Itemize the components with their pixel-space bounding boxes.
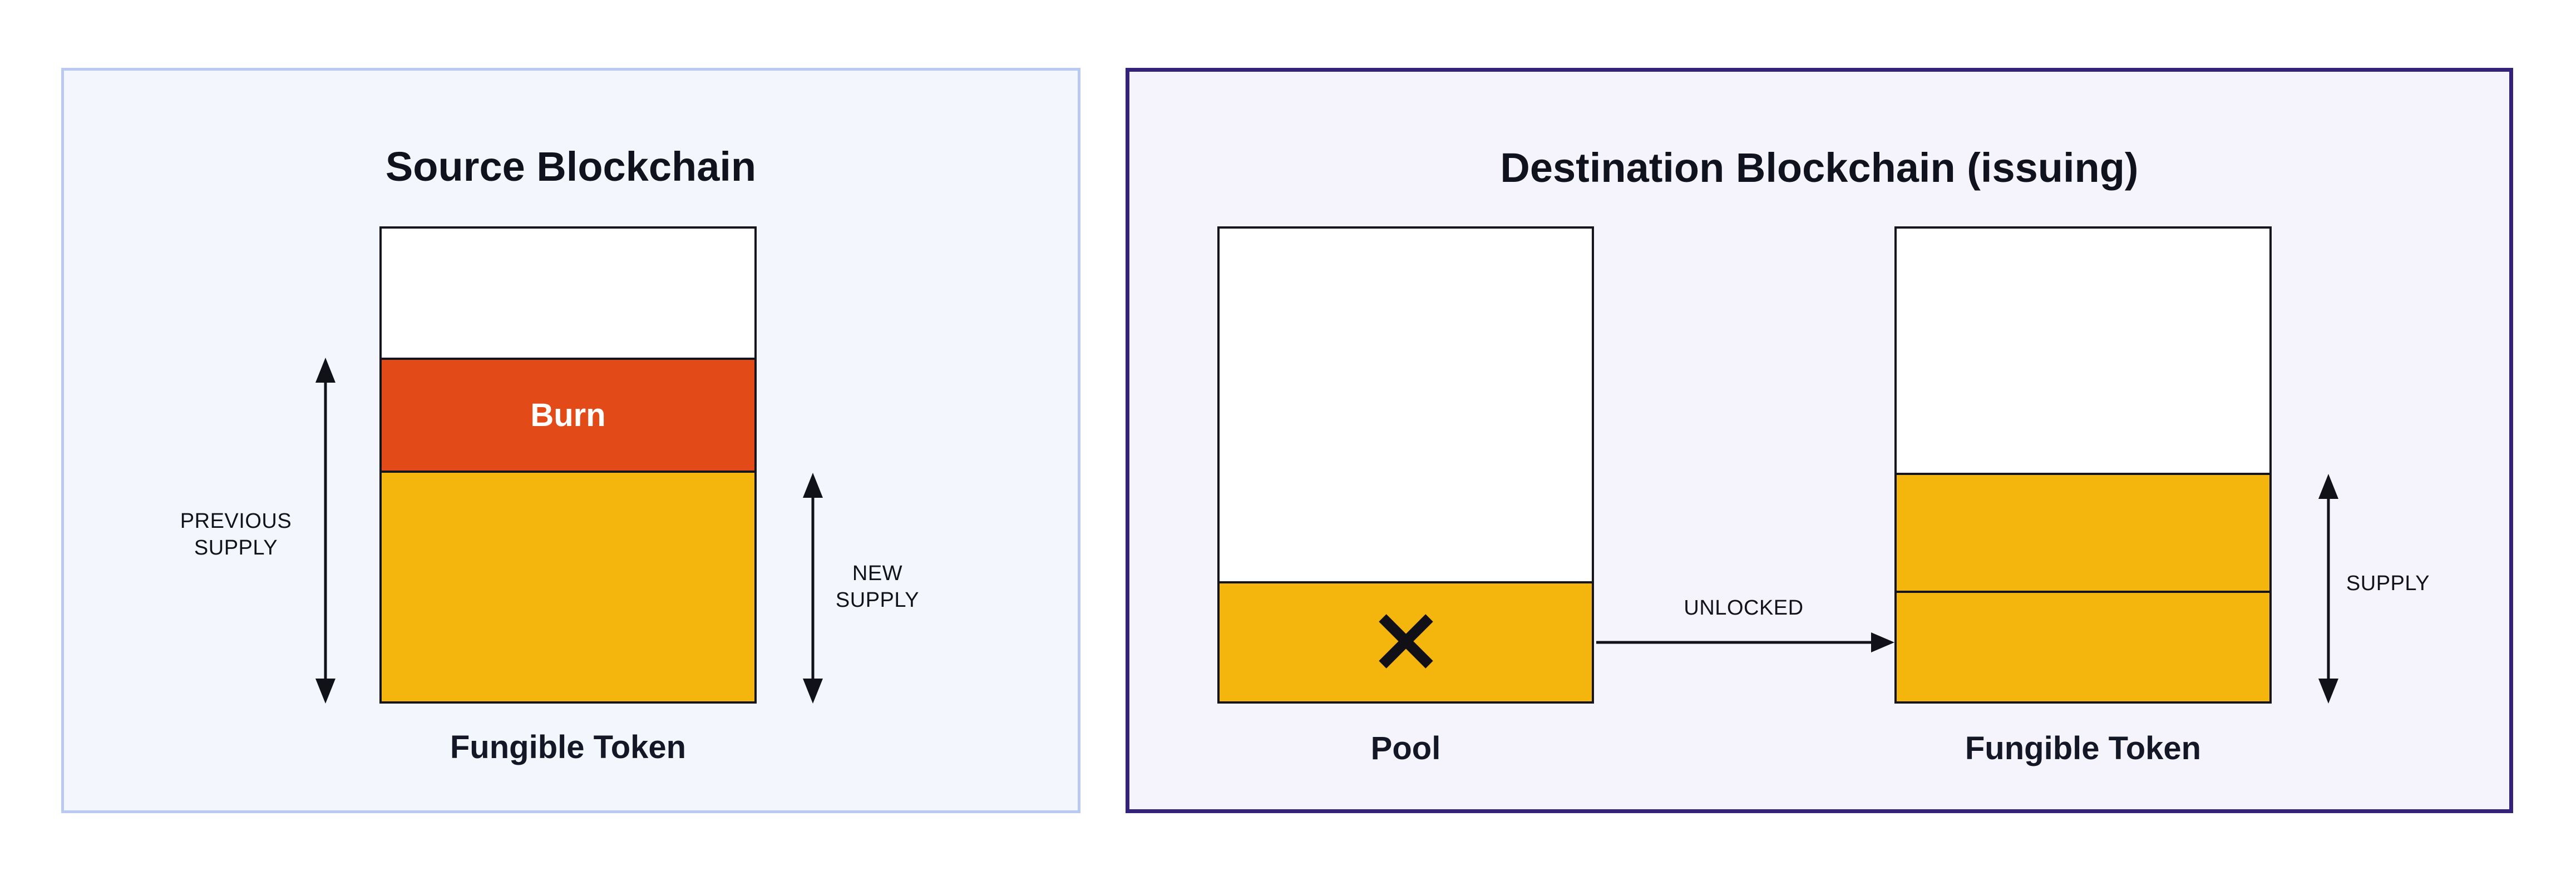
x-mark-icon xyxy=(1376,612,1435,674)
previous-supply-label: PREVIOUS SUPPLY xyxy=(180,509,292,560)
destination-token-bar xyxy=(1894,226,2272,704)
destination-bar-empty-segment xyxy=(1897,229,2269,473)
destination-bar-unlocked-segment xyxy=(1897,591,2269,701)
burn-label: Burn xyxy=(530,397,606,433)
source-bar-supply-segment xyxy=(382,473,754,701)
destination-panel-title: Destination Blockchain (issuing) xyxy=(1500,144,2139,191)
previous-supply-arrow-icon xyxy=(313,358,338,704)
supply-label: SUPPLY xyxy=(2346,572,2430,595)
source-bar-burn-segment: Burn xyxy=(382,358,754,473)
pool-bar-empty-segment xyxy=(1220,229,1592,581)
destination-bar-issued-segment xyxy=(1897,473,2269,591)
new-supply-arrow-icon xyxy=(801,473,825,704)
destination-blockchain-panel: Destination Blockchain (issuing) Pool UN… xyxy=(1126,68,2513,813)
source-bar-caption: Fungible Token xyxy=(450,729,687,765)
pool-bar-caption: Pool xyxy=(1370,730,1441,766)
pool-bar xyxy=(1217,226,1594,704)
new-supply-label: NEW SUPPLY xyxy=(835,562,920,612)
supply-arrow-icon xyxy=(2316,474,2341,704)
source-token-bar: Burn xyxy=(379,226,757,704)
unlocked-arrow-icon xyxy=(1596,630,1894,655)
unlocked-label: UNLOCKED xyxy=(1684,596,1804,620)
destination-bar-caption: Fungible Token xyxy=(1965,730,2202,766)
pool-bar-locked-segment xyxy=(1220,581,1592,701)
source-blockchain-panel: Source Blockchain Burn PREVIOUS SUPPLY xyxy=(61,68,1080,813)
source-panel-title: Source Blockchain xyxy=(385,143,757,190)
source-bar-empty-segment xyxy=(382,229,754,358)
